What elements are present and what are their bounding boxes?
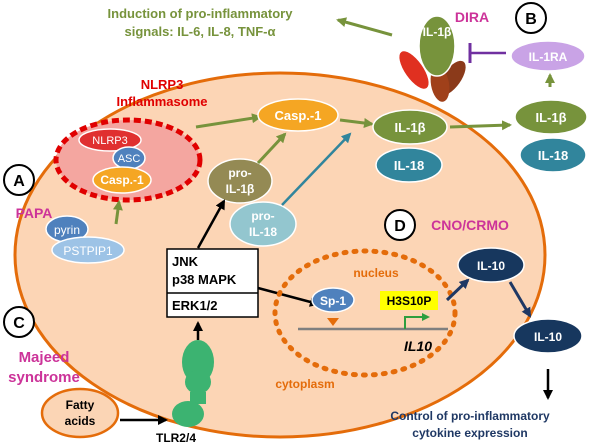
il10-outside-ellipse xyxy=(513,318,583,354)
il18-inside-ellipse xyxy=(375,147,443,183)
sp1-binding-marker xyxy=(327,318,339,326)
papa-label: PAPA xyxy=(16,205,53,221)
nucleus xyxy=(272,248,458,378)
il10-inside-label: IL-10 xyxy=(477,259,505,273)
kinase-jnk: JNK xyxy=(172,254,199,269)
pstpip1-ellipse xyxy=(51,236,125,264)
arrow-pro-il18-to-il18 xyxy=(281,132,352,206)
cytoplasm-label: cytoplasm xyxy=(275,377,334,391)
kinase-p38: p38 MAPK xyxy=(172,272,237,287)
control-text-line1: Control of pro-inflammatory xyxy=(390,409,550,423)
h3s10p-label: H3S10P xyxy=(387,294,432,308)
sp1-label: Sp-1 xyxy=(320,294,346,308)
il10-inside-ellipse xyxy=(457,247,525,283)
circle-label-b: B xyxy=(515,2,547,34)
circle-label-a: A xyxy=(3,164,35,196)
circle-label-d: D xyxy=(384,209,416,241)
circle-label-c: C xyxy=(3,306,35,338)
circle-label-d-text: D xyxy=(394,218,406,235)
pro-il1b-label-line1: pro- xyxy=(228,166,251,180)
casp1-inflammasome-label: Casp.-1 xyxy=(100,173,144,187)
pro-il18-label-line2: IL-18 xyxy=(249,225,277,239)
il1-receptor: IL-1β xyxy=(399,15,466,102)
pro-il1b-ellipse xyxy=(207,158,273,204)
circle-label-c-text: C xyxy=(13,315,25,332)
arrow-inflammasome-to-casp1 xyxy=(195,113,262,129)
il1b-outside-label: IL-1β xyxy=(535,110,566,125)
dira-label: DIRA xyxy=(455,9,489,25)
arrow-receptor-to-induction xyxy=(336,17,393,37)
arrow-nucleus-to-il10 xyxy=(445,278,470,302)
asc-label: ASC xyxy=(118,153,141,165)
control-text-line2: cytokine expression xyxy=(412,426,527,440)
promoter-arrow xyxy=(404,313,430,329)
pro-il18-label-line1: pro- xyxy=(251,209,274,223)
circle-label-b-text: B xyxy=(525,11,537,28)
casp1-label: Casp.-1 xyxy=(275,108,322,123)
il1ra-ellipse xyxy=(510,40,586,72)
arrow-il1b-export xyxy=(449,120,512,131)
circle-label-a-text: A xyxy=(13,173,25,190)
nlrp3-label: NLRP3 xyxy=(92,135,127,147)
arrow-pyrin-to-inflammasome xyxy=(112,200,123,225)
il18-outside-ellipse xyxy=(519,137,587,173)
tlr-label: TLR2/4 xyxy=(156,431,196,445)
majeed-label-line1: Majeed xyxy=(19,349,70,366)
pro-il18-ellipse xyxy=(229,201,297,247)
pstpip1-label: PSTPIP1 xyxy=(63,244,113,258)
il18-inside-label: IL-18 xyxy=(394,158,424,173)
fatty-acids-ellipse xyxy=(40,387,120,439)
il1b-outside-ellipse xyxy=(514,99,588,135)
arrow-il10-export xyxy=(508,281,532,318)
induction-text-line2: signals: IL-6, IL-8, TNF-α xyxy=(125,24,276,39)
majeed-label-line2: syndrome xyxy=(8,369,80,386)
nlrp3-title-line1: NLRP3 xyxy=(141,77,184,92)
arrow-pro-il1b-to-il1b xyxy=(256,132,287,165)
nucleus-label: nucleus xyxy=(353,266,399,280)
pyrin-label: pyrin xyxy=(54,223,80,237)
il1b-bound-ellipse xyxy=(418,15,456,77)
fatty-acids-label-line2: acids xyxy=(65,414,96,428)
cno-crmo-label: CNO/CRMO xyxy=(431,217,509,233)
kinase-erk: ERK1/2 xyxy=(172,298,218,313)
casp1-inflammasome-ellipse xyxy=(92,166,152,194)
nlrp3-ellipse xyxy=(78,128,142,152)
h3s10p-box xyxy=(380,291,438,310)
tlr-receptor xyxy=(172,340,214,427)
arrow-casp1-to-il1b xyxy=(339,118,374,128)
il10-gene-label: IL10 xyxy=(404,338,432,354)
casp1-ellipse xyxy=(257,98,339,132)
il1ra-label: IL-1RA xyxy=(529,50,568,64)
il1b-inside-ellipse xyxy=(372,109,448,145)
fatty-acids-label-line1: Fatty xyxy=(66,398,95,412)
kinase-box: JNK p38 MAPK ERK1/2 xyxy=(166,248,259,318)
il10-outside-label: IL-10 xyxy=(534,330,562,344)
il1b-bound-label: IL-1β xyxy=(423,25,452,39)
nlrp3-title-line2: Inflammasome xyxy=(116,94,207,109)
il18-outside-label: IL-18 xyxy=(538,148,568,163)
pro-il1b-label-line2: IL-1β xyxy=(226,182,255,196)
arrow-kinases-to-sp1 xyxy=(257,286,320,307)
induction-text-line1: Induction of pro-inflammatory xyxy=(108,6,294,21)
sp1-ellipse xyxy=(311,287,355,313)
il1b-inside-label: IL-1β xyxy=(394,120,425,135)
arrow-kinases-to-pro-il1b xyxy=(196,199,226,249)
